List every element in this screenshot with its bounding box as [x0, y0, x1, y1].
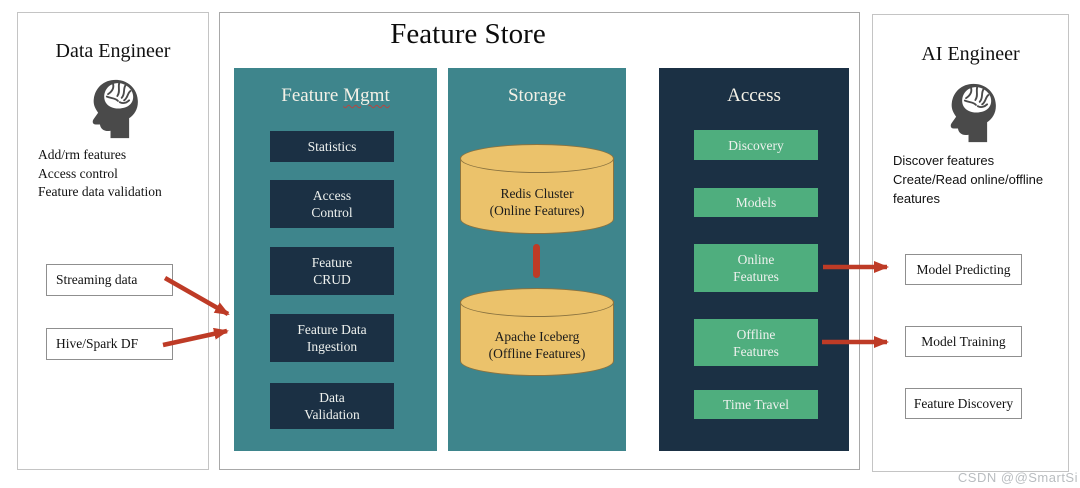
apache-iceberg-label: Apache Iceberg (Offline Features): [488, 329, 586, 361]
model-training-label: Model Training: [921, 333, 1006, 349]
redis-cluster-cylinder: Redis Cluster (Online Features): [460, 144, 614, 234]
task-line: Add/rm features: [38, 147, 127, 162]
task-line: Feature data validation: [38, 184, 162, 199]
task-line: Discover features: [893, 153, 995, 168]
model-predicting-label: Model Predicting: [916, 261, 1011, 277]
time-travel-box: Time Travel: [694, 390, 818, 419]
data-engineer-panel: Data Engineer Add/rm features Access con…: [17, 12, 209, 470]
model-training-box: Model Training: [905, 326, 1022, 357]
offline-features-box: Offline Features: [694, 319, 818, 366]
models-box: Models: [694, 188, 818, 217]
watermark: CSDN @@SmartSi: [957, 470, 1078, 485]
feature-discovery-box: Feature Discovery: [905, 388, 1022, 419]
ai-engineer-tasks: Discover features Create/Read online/off…: [893, 151, 1071, 208]
statistics-box: Statistics: [270, 131, 394, 162]
streaming-data-box: Streaming data: [46, 264, 173, 296]
streaming-data-label: Streaming data: [56, 272, 138, 287]
feature-store-title: Feature Store: [390, 18, 546, 50]
feature-mgmt-title-word: Feature: [281, 85, 339, 106]
access-title: Access: [727, 85, 781, 106]
task-line: Create/Read online/offline features: [893, 172, 1044, 206]
online-offline-connector-line: [533, 244, 540, 278]
feature-crud-box: Feature CRUD: [270, 247, 394, 295]
cylinder-top-ellipse: [460, 288, 614, 317]
feature-data-ingestion-box: Feature Data Ingestion: [270, 314, 394, 362]
feature-discovery-label: Feature Discovery: [913, 395, 1014, 411]
feature-mgmt-title-word: Mgmt: [343, 85, 390, 106]
storage-column: Storage Redis Cluster (Online Features) …: [448, 68, 626, 451]
data-engineer-title: Data Engineer: [55, 40, 171, 62]
data-validation-box: Data Validation: [270, 383, 394, 429]
discovery-box: Discovery: [694, 130, 818, 160]
access-control-box: Access Control: [270, 180, 394, 228]
apache-iceberg-cylinder: Apache Iceberg (Offline Features): [460, 288, 614, 376]
access-column: Access Discovery Models Online Features …: [659, 68, 849, 451]
cylinder-top-ellipse: [460, 144, 614, 173]
storage-title: Storage: [507, 85, 567, 106]
model-predicting-box: Model Predicting: [905, 254, 1022, 285]
hive-spark-df-box: Hive/Spark DF: [46, 328, 173, 360]
ai-engineer-title: AI Engineer: [921, 43, 1020, 65]
head-brain-icon: [940, 79, 1002, 147]
redis-cluster-label: Redis Cluster (Online Features): [489, 186, 585, 218]
hive-spark-df-label: Hive/Spark DF: [56, 336, 139, 351]
task-line: Access control: [38, 165, 118, 181]
data-engineer-tasks: Add/rm features Access control Feature d…: [38, 146, 198, 202]
ai-engineer-panel: AI Engineer Discover features Create/Rea…: [872, 14, 1069, 472]
online-features-box: Online Features: [694, 244, 818, 292]
head-brain-icon: [82, 75, 144, 143]
